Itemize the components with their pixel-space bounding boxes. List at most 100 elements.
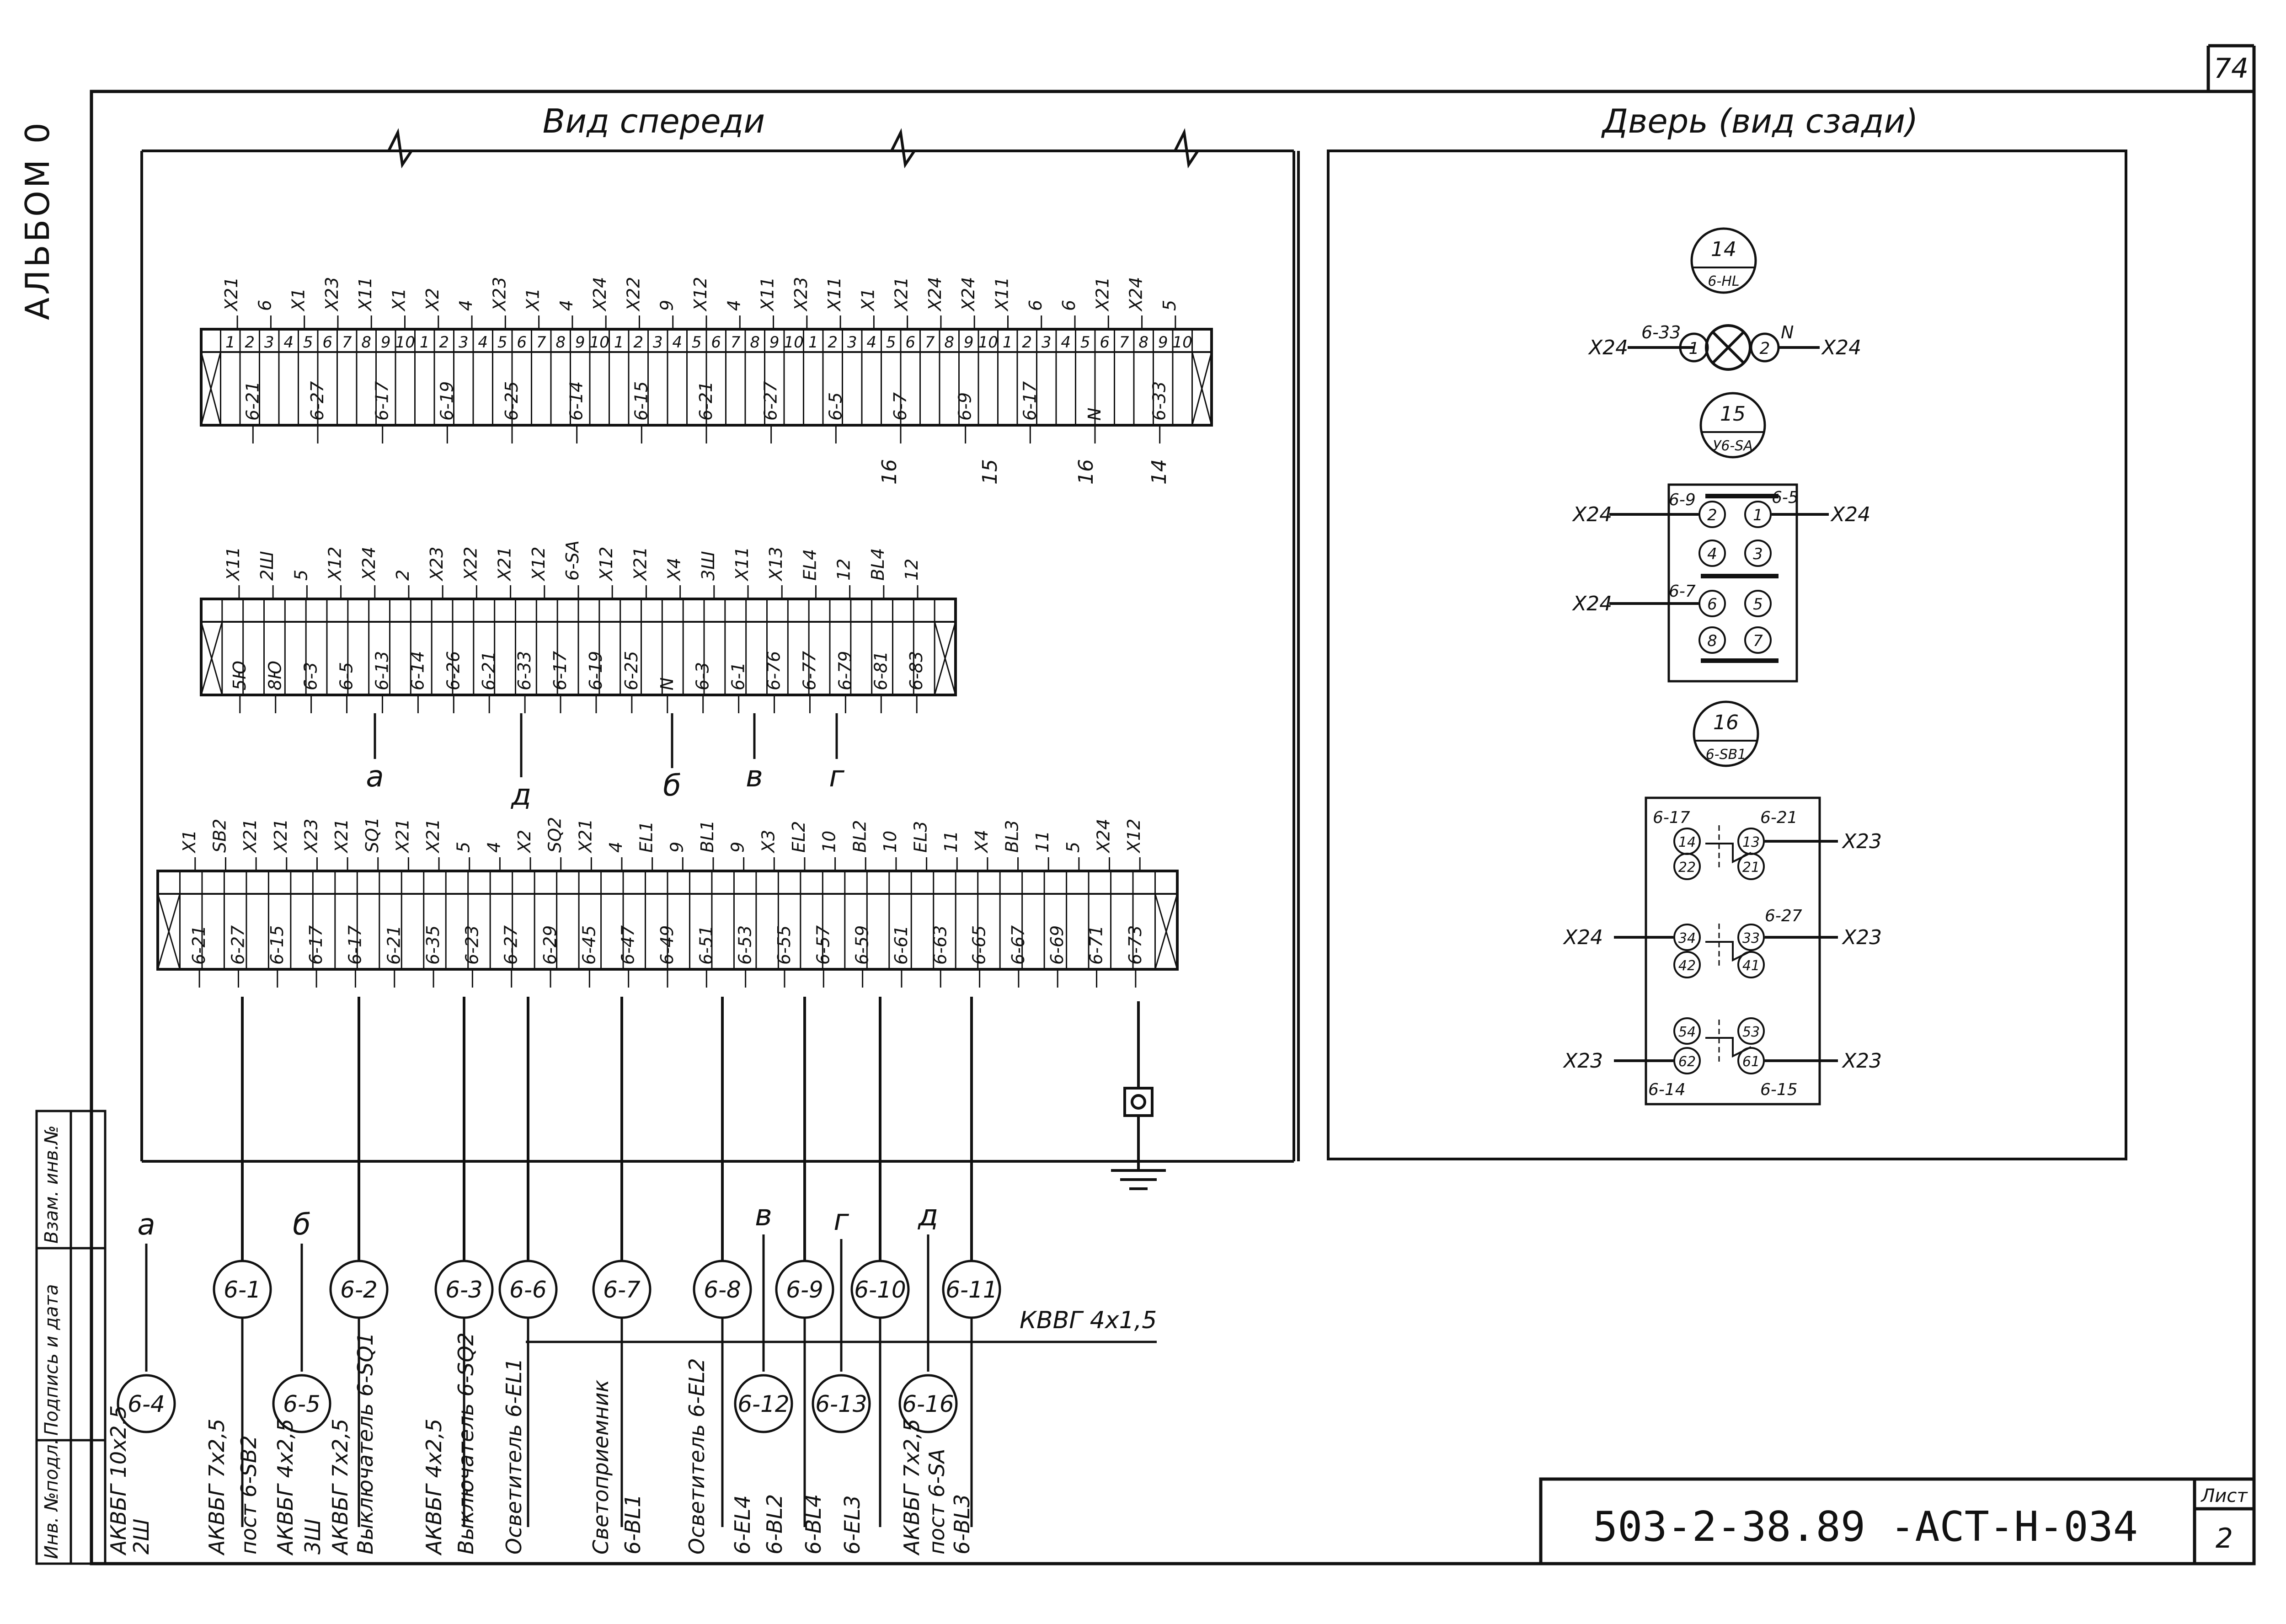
top-strip-top-label: X2 xyxy=(422,288,443,312)
stamp-code: 503-2-38.89 -АСТ-Н-034 xyxy=(1593,1503,2138,1551)
top-strip-cell-number: 7 xyxy=(1119,333,1129,352)
top-strip-cell-number: 8 xyxy=(944,333,954,352)
middle-strip-group-letter: б xyxy=(663,769,681,803)
top-strip-top-label: X12 xyxy=(690,277,710,312)
top-strip-cell-number: 3 xyxy=(459,333,469,352)
top-strip-cell-number: 5 xyxy=(692,333,702,352)
top-strip-top-label: X21 xyxy=(892,277,912,312)
cable-circle xyxy=(898,1374,958,1433)
middle-strip-wire-label: 5Ю xyxy=(230,661,250,690)
middle-strip-wire-label: 6-25 xyxy=(621,651,641,690)
bottom-strip-top-label: 11 xyxy=(941,831,961,853)
top-strip-top-label: 5 xyxy=(1159,300,1180,311)
post-pin-number: 42 xyxy=(1678,958,1696,974)
post-label-7: X23 xyxy=(1563,1049,1603,1073)
lamp-left-term: X24 xyxy=(1588,336,1628,359)
bottom-strip-top-label: X12 xyxy=(1124,819,1144,854)
middle-strip-top-label: X13 xyxy=(766,547,786,582)
bottom-strip-top-label: BL1 xyxy=(697,820,717,853)
bottom-strip-top-label: BL2 xyxy=(849,820,870,853)
lamp-pin2: 2 xyxy=(1760,339,1770,358)
middle-strip-top-label: X11 xyxy=(732,547,752,582)
cable-label: АКВБГ 7х2,5 xyxy=(204,1419,229,1556)
top-strip-top-label: X11 xyxy=(355,277,375,312)
top-strip-group-label: 16 xyxy=(1074,459,1098,485)
top-strip-wire-label: 6-5 xyxy=(825,392,845,421)
middle-strip-wire-label: 6-33 xyxy=(514,651,534,690)
middle-strip-top-label: 3Ш xyxy=(698,551,718,581)
bottom-strip-top-label: X3 xyxy=(758,830,778,854)
bottom-strip-top-label: 4 xyxy=(484,842,504,853)
cable-letter: г xyxy=(833,1203,849,1237)
top-strip-top-label: X23 xyxy=(322,277,342,312)
top-strip-cell-number: 1 xyxy=(1003,333,1013,352)
middle-strip-top-label: X4 xyxy=(664,558,684,582)
post-pin-number: 62 xyxy=(1678,1054,1696,1070)
middle-strip-top-label: EL4 xyxy=(800,549,820,581)
middle-strip-wire-label: 6-79 xyxy=(835,651,855,690)
post-label-6: X23 xyxy=(1842,926,1882,949)
top-strip-top-label: X23 xyxy=(489,277,509,312)
top-strip-top-label: X21 xyxy=(1092,277,1112,312)
bottom-strip-wire-label: 6-47 xyxy=(618,925,638,965)
middle-strip-wire-label: 6-5 xyxy=(336,662,357,690)
cable-label: пост 6-SB2 xyxy=(236,1435,261,1555)
top-strip-top-label: 6 xyxy=(1059,300,1079,311)
cable-label: Выключатель 6-SQ2 xyxy=(454,1332,478,1555)
top-strip-top-label: X11 xyxy=(758,277,778,312)
middle-strip-top-label: X11 xyxy=(223,547,243,582)
cable-label: 6-BL2 xyxy=(762,1494,787,1555)
side-label-sign: Подпись и дата xyxy=(41,1284,62,1436)
top-strip-cell-number: 2 xyxy=(828,333,838,352)
cable-circle-label: 6-7 xyxy=(603,1277,641,1303)
middle-strip-wire-label: N xyxy=(657,678,677,690)
top-strip-wire-label: 6-33 xyxy=(1149,381,1170,421)
post-pin xyxy=(1737,1017,1765,1045)
cable-circle-label: 6-3 xyxy=(445,1277,483,1303)
post-pin-number: 54 xyxy=(1678,1024,1696,1040)
cable-label: 6-EL4 xyxy=(730,1495,755,1555)
bottom-strip-top-label: X2 xyxy=(514,830,534,854)
door-view-title: Дверь (вид сзади) xyxy=(1601,102,1918,140)
post-pin-number: 14 xyxy=(1678,834,1696,850)
cable-label: АКВБГ 10х2,5 xyxy=(106,1405,131,1556)
middle-strip-top-label: X24 xyxy=(359,547,379,582)
top-strip-top-label: 6 xyxy=(1025,300,1046,311)
cable-label: 2Ш xyxy=(129,1519,154,1555)
top-strip-top-label: X24 xyxy=(958,277,978,312)
top-strip-cell-number: 10 xyxy=(784,333,804,352)
top-strip-cell-number: 7 xyxy=(925,333,935,352)
switch-pin xyxy=(1744,501,1772,528)
post-pin-number: 21 xyxy=(1742,860,1760,876)
middle-strip-top-label: BL4 xyxy=(868,548,888,581)
cable-label: Осветитель 6-EL2 xyxy=(684,1358,709,1555)
top-strip-top-label: X1 xyxy=(389,288,409,312)
side-label-inv: Инв. №подл. xyxy=(41,1438,62,1559)
cable-circle-label: 6-4 xyxy=(128,1391,165,1417)
switch-pin xyxy=(1698,590,1726,617)
top-strip-wire-label: 6-14 xyxy=(566,381,587,421)
sheet-frame xyxy=(90,44,2256,1565)
post-label-8: X23 xyxy=(1842,1049,1882,1073)
bottom-strip-wire-label: 6-21 xyxy=(384,925,404,965)
bottom-strip-wire-label: 6-15 xyxy=(267,925,287,965)
middle-strip-top-label: 5 xyxy=(291,570,311,581)
bottom-strip-wire-label: 6-27 xyxy=(501,925,521,965)
top-strip-cell-number: 4 xyxy=(866,333,876,352)
bottom-strip-wire-label: 6-35 xyxy=(423,925,443,965)
middle-strip-top-label: X12 xyxy=(325,547,345,582)
top-strip-cell-number: 10 xyxy=(395,333,415,352)
switch-pin xyxy=(1698,626,1726,654)
top-strip-top-label: X1 xyxy=(858,288,878,312)
cable-label: пост 6-SA xyxy=(924,1449,949,1555)
switch-tag-top: 15 xyxy=(1720,402,1746,426)
post-label-5: X24 xyxy=(1563,926,1603,949)
middle-strip-group-letter: в xyxy=(746,760,763,794)
top-strip-cell-number: 5 xyxy=(303,333,313,352)
cable-circle-label: 6-8 xyxy=(704,1277,741,1303)
middle-strip-top-label: 2Ш xyxy=(257,551,277,581)
sheet-label: Лист xyxy=(2200,1485,2248,1506)
middle-strip-wire-label: 6-13 xyxy=(372,651,392,690)
